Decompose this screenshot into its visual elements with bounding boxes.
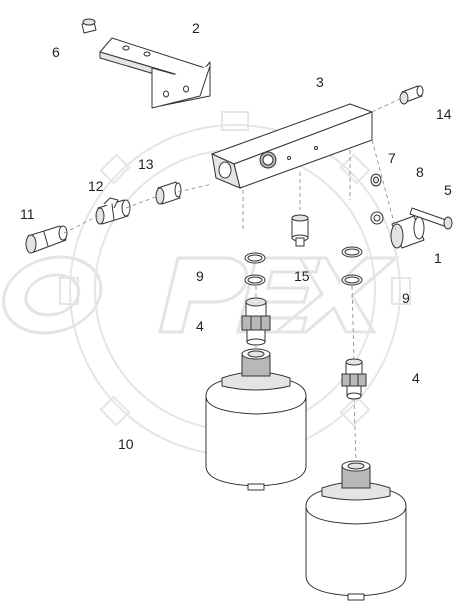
callout-label-2: 2 (192, 20, 200, 36)
part-4-nipple-left (241, 297, 271, 346)
callout-label-4-left: 4 (196, 318, 204, 334)
part-1-union-fitting (390, 215, 425, 249)
callout-label-15: 15 (294, 268, 310, 284)
callout-label-7: 7 (388, 150, 396, 166)
part-15-fitting (291, 214, 309, 247)
callout-label-8: 8 (416, 164, 424, 180)
callout-label-4-right: 4 (412, 370, 420, 386)
callout-label-9-right: 9 (402, 290, 410, 306)
opex-watermark (2, 111, 411, 469)
part-8-washer (370, 211, 384, 225)
callout-label-11: 11 (20, 206, 35, 222)
callout-label-6: 6 (52, 44, 60, 60)
part-13-fitting (155, 181, 182, 205)
callout-label-5: 5 (444, 182, 452, 198)
part-10-filter-canister-lower (305, 460, 407, 601)
callout-label-3: 3 (316, 74, 324, 90)
callout-label-10: 10 (118, 436, 134, 452)
part-7-o-ring (370, 173, 382, 187)
part-6-nut (81, 18, 97, 34)
part-3-manifold-block (211, 103, 373, 232)
callout-label-14: 14 (436, 106, 452, 122)
callout-label-9-left: 9 (196, 268, 204, 284)
part-9-o-rings-left (244, 252, 266, 286)
assembly-centre-lines (63, 97, 403, 463)
part-11-hose-fitting (25, 225, 68, 254)
part-12-tee-fitting (95, 197, 131, 225)
callout-label-1: 1 (434, 250, 442, 266)
part-9-o-rings-right (341, 246, 363, 286)
callout-label-12: 12 (88, 178, 104, 194)
part-14-fitting (399, 85, 424, 105)
part-4-nipple-right (341, 358, 367, 400)
part-2-bracket (99, 37, 211, 109)
callout-label-13: 13 (138, 156, 154, 172)
part-5-bolt (409, 207, 453, 230)
part-10-filter-canister-upper (205, 348, 307, 491)
